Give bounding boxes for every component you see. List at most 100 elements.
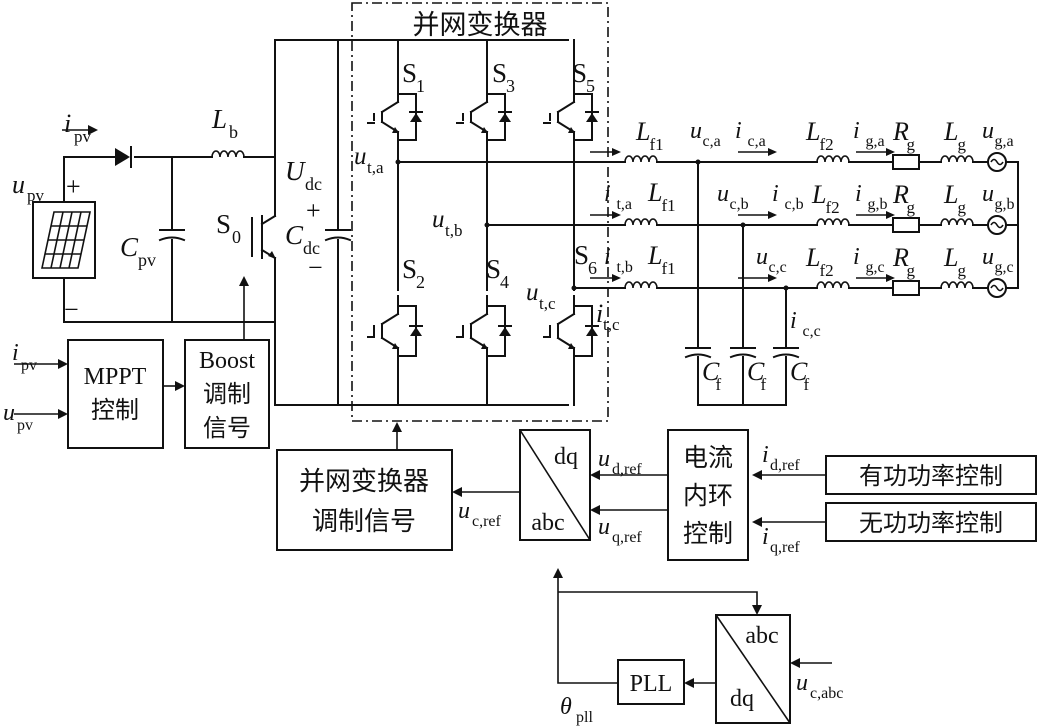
mppt-current-input-label: i pv — [12, 340, 37, 374]
grid-inductor-label-1-symbol: L — [943, 180, 958, 209]
grid-resistor-icon — [892, 217, 920, 233]
pv-plus-sign: + — [66, 172, 81, 201]
filter-l2-label-2-subscript: f2 — [820, 261, 834, 280]
mppt-voltage-input-label: u pv — [3, 400, 33, 434]
theta-pll-subscript: pll — [576, 709, 593, 726]
ud-ref-symbol: u — [598, 446, 610, 472]
cap-current-label-2-subscript: c,c — [802, 323, 820, 340]
bridge-leg-c — [543, 39, 626, 406]
pv-voltage-subscript: pv — [27, 186, 45, 205]
cap-current-label-1-subscript: c,b — [784, 196, 803, 213]
boost-inductor-symbol: L — [211, 104, 227, 134]
filter-l2-label-1-symbol: L — [811, 180, 826, 209]
grid-current-label-2-symbol: i — [853, 244, 860, 270]
grid-inductor-label-1-subscript: g — [958, 198, 967, 217]
phase-b-line — [590, 211, 1019, 235]
uq-ref-label: u q,ref — [598, 514, 642, 546]
filter-l1-label-2-symbol: L — [647, 241, 662, 270]
grid-resistor-label-0-symbol: R — [892, 117, 909, 146]
dc-link — [274, 39, 569, 406]
grid-resistor-label-1: Rg — [892, 180, 916, 217]
boost-switch-label: S 0 — [216, 209, 241, 247]
lcl-filter-and-grid — [590, 148, 1019, 298]
switch-label-5-subscript: 4 — [500, 272, 509, 292]
current-loop-line2: 内环 — [683, 481, 733, 510]
mppt-voltage-subscript: pv — [17, 417, 33, 434]
pv-voltage-symbol: u — [12, 170, 25, 199]
switch-label-6-symbol: S — [574, 240, 589, 270]
grid-source-icon — [987, 152, 1007, 172]
lower-igbt-icon — [367, 295, 423, 367]
terminal-voltage-a-symbol: u — [354, 143, 367, 170]
uc-abc-subscript: c,abc — [810, 685, 843, 702]
pv-capacitor-label: C pv — [120, 232, 156, 270]
grid-inductor-label-0-symbol: L — [943, 117, 958, 146]
bridge-leg-a — [367, 39, 626, 406]
grid-source-icon — [987, 215, 1007, 235]
converter-current-label-1-symbol: i — [604, 181, 611, 207]
grid-resistor-icon — [892, 154, 920, 170]
grid-voltage-label-0-subscript: g,a — [994, 133, 1013, 150]
filter-l2-label-0-symbol: L — [805, 117, 820, 146]
switch-label-6-subscript: 6 — [588, 258, 597, 278]
uc-abc-symbol: u — [796, 670, 808, 696]
filter-cap-label-3-symbol: C — [790, 357, 808, 386]
terminal-voltage-b-symbol: u — [432, 206, 445, 233]
dc-capacitor-label: C dc — [285, 220, 320, 258]
filter-cap-label-2-symbol: C — [747, 357, 765, 386]
filter-cap-label-1: Cf — [702, 357, 722, 394]
cap-current-label-0-symbol: i — [735, 118, 742, 144]
mppt-line2: 控制 — [91, 396, 139, 424]
filter-l1-label-a-symbol: L — [635, 117, 650, 146]
dq-abc-top-label: dq — [554, 444, 578, 470]
converter-current-label-2-symbol: i — [604, 244, 611, 270]
filter-cap-label-3-subscript: f — [804, 375, 810, 394]
dc-capacitor-symbol: C — [285, 220, 304, 250]
iq-ref-subscript: q,ref — [770, 539, 800, 556]
pv-capacitor-symbol: C — [120, 232, 139, 262]
theta-pll-symbol: θ — [560, 694, 572, 720]
pv-current-label: i pv — [64, 109, 92, 146]
theta-pll-label: θ pll — [560, 694, 593, 726]
dc-voltage-symbol: U — [285, 156, 306, 186]
grid-current-label-0-symbol: i — [853, 118, 860, 144]
filter-l2-label-0-subscript: f2 — [820, 135, 834, 154]
ud-ref-subscript: d,ref — [612, 461, 642, 478]
mppt-current-subscript: pv — [21, 357, 37, 374]
filter-cap-label-1-subscript: f — [716, 375, 722, 394]
dq-abc-transform-block — [519, 429, 591, 541]
control-wiring — [14, 359, 832, 688]
boost-mod-line1: Boost — [199, 348, 255, 374]
boost-mod-line3: 信号 — [203, 414, 251, 442]
boost-inductor-label: L b — [211, 104, 238, 142]
converter-current-label-2-subscript: t,b — [616, 259, 632, 276]
pv-current-symbol: i — [64, 109, 71, 138]
converter-title: 并网变换器 — [413, 10, 548, 41]
switch-label-1-symbol: S — [402, 58, 417, 88]
iq-ref-label: i q,ref — [762, 524, 800, 556]
pv-minus-sign: − — [64, 295, 79, 324]
pv-wiring — [63, 156, 276, 323]
grid-resistor-label-0-subscript: g — [907, 135, 916, 154]
boost-mod-line2: 调制 — [203, 380, 251, 408]
dc-voltage-label: U dc — [285, 156, 322, 194]
filter-l1-label-2-subscript: f1 — [662, 259, 676, 278]
converter-boundary — [351, 2, 609, 422]
boost-inductor-icon — [211, 150, 245, 158]
current-loop-line1: 电流 — [683, 443, 733, 472]
